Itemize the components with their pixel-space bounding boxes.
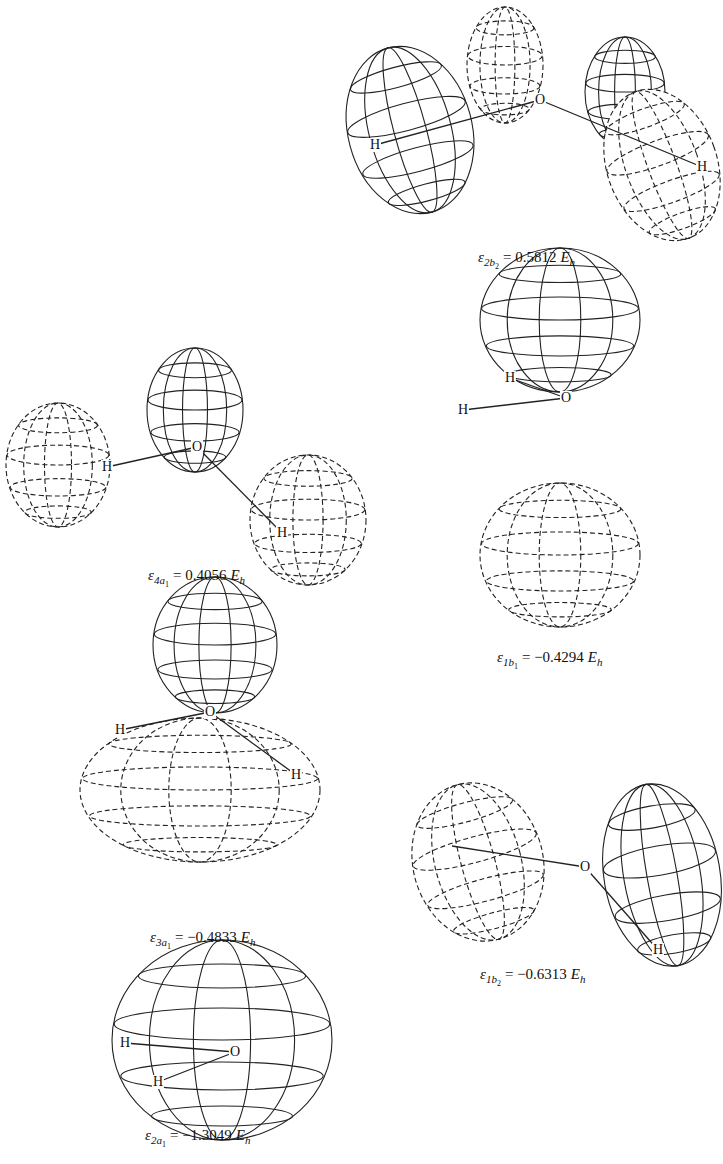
atom-label: H	[114, 723, 126, 737]
orbital-2a1	[112, 940, 332, 1140]
energy-symbol: h	[570, 256, 576, 268]
orbital-energy-caption: ε2b2 = 0.5812Eh	[478, 248, 575, 269]
energy-symbol: h	[580, 973, 586, 985]
energy-symbol: 1	[514, 662, 518, 671]
energy-value: = 0.5812	[503, 249, 556, 265]
energy-symbol: E	[571, 966, 580, 982]
energy-symbol: 1	[165, 580, 169, 589]
atom-label: H	[652, 943, 664, 957]
energy-symbol: h	[245, 1134, 251, 1146]
energy-symbol: h	[250, 936, 256, 948]
energy-symbol: 1	[162, 1140, 166, 1149]
orbital-4a1	[6, 348, 366, 585]
orbital-1b2	[395, 768, 723, 976]
orbital-2b2	[328, 7, 723, 257]
energy-symbol: ε	[497, 649, 503, 665]
energy-symbol: ε	[148, 567, 154, 583]
atom-label: H	[119, 1036, 131, 1050]
orbital-energy-caption: ε1b1 = −0.4294Eh	[497, 648, 603, 669]
atom-label: H	[152, 1075, 164, 1089]
energy-symbol: E	[230, 567, 239, 583]
energy-symbol: 2a	[151, 1134, 162, 1146]
energy-symbol: ε	[150, 929, 156, 945]
energy-symbol: 2	[497, 979, 501, 988]
energy-value: = −0.4833	[175, 929, 237, 945]
atom-label: O	[560, 391, 572, 405]
energy-symbol: 4a	[154, 574, 165, 586]
energy-value: = −0.4294	[522, 649, 584, 665]
energy-symbol: ε	[480, 966, 486, 982]
energy-symbol: E	[241, 929, 250, 945]
energy-symbol: E	[236, 1127, 245, 1143]
atom-label: H	[276, 526, 288, 540]
energy-symbol: ε	[145, 1127, 151, 1143]
energy-symbol: 1	[167, 942, 171, 951]
atom-label: O	[534, 93, 546, 107]
atom-label: O	[229, 1045, 241, 1059]
atom-label: H	[101, 460, 113, 474]
energy-value: = −1.3049	[170, 1127, 232, 1143]
orbital-energy-caption: ε4a1 = 0.4056Eh	[148, 566, 245, 587]
energy-symbol: h	[597, 656, 603, 668]
atom-label: O	[204, 705, 216, 719]
energy-symbol: ε	[478, 249, 484, 265]
orbital-energy-caption: ε2a1 = −1.3049Eh	[145, 1126, 251, 1147]
energy-value: = −0.6313	[505, 966, 567, 982]
energy-symbol: E	[560, 249, 569, 265]
energy-symbol: E	[588, 649, 597, 665]
atom-label: H	[504, 371, 516, 385]
orbital-energy-caption: ε3a1 = −0.4833Eh	[150, 928, 256, 949]
atom-label: H	[696, 160, 708, 174]
atom-label: H	[290, 768, 302, 782]
atom-label: H	[457, 403, 469, 417]
energy-symbol: 3a	[156, 936, 167, 948]
atom-label: O	[579, 860, 591, 874]
orbital-3a1	[80, 577, 320, 862]
energy-value: = 0.4056	[173, 567, 226, 583]
energy-symbol: h	[240, 574, 246, 586]
energy-symbol: 1b	[486, 973, 497, 985]
energy-symbol: 2b	[484, 256, 495, 268]
atom-label: H	[369, 138, 381, 152]
energy-symbol: 2	[495, 262, 499, 271]
orbital-energy-caption: ε1b2 = −0.6313Eh	[480, 965, 586, 986]
energy-symbol: 1b	[503, 656, 514, 668]
orbital-1b1	[463, 248, 640, 627]
atom-label: O	[191, 440, 203, 454]
